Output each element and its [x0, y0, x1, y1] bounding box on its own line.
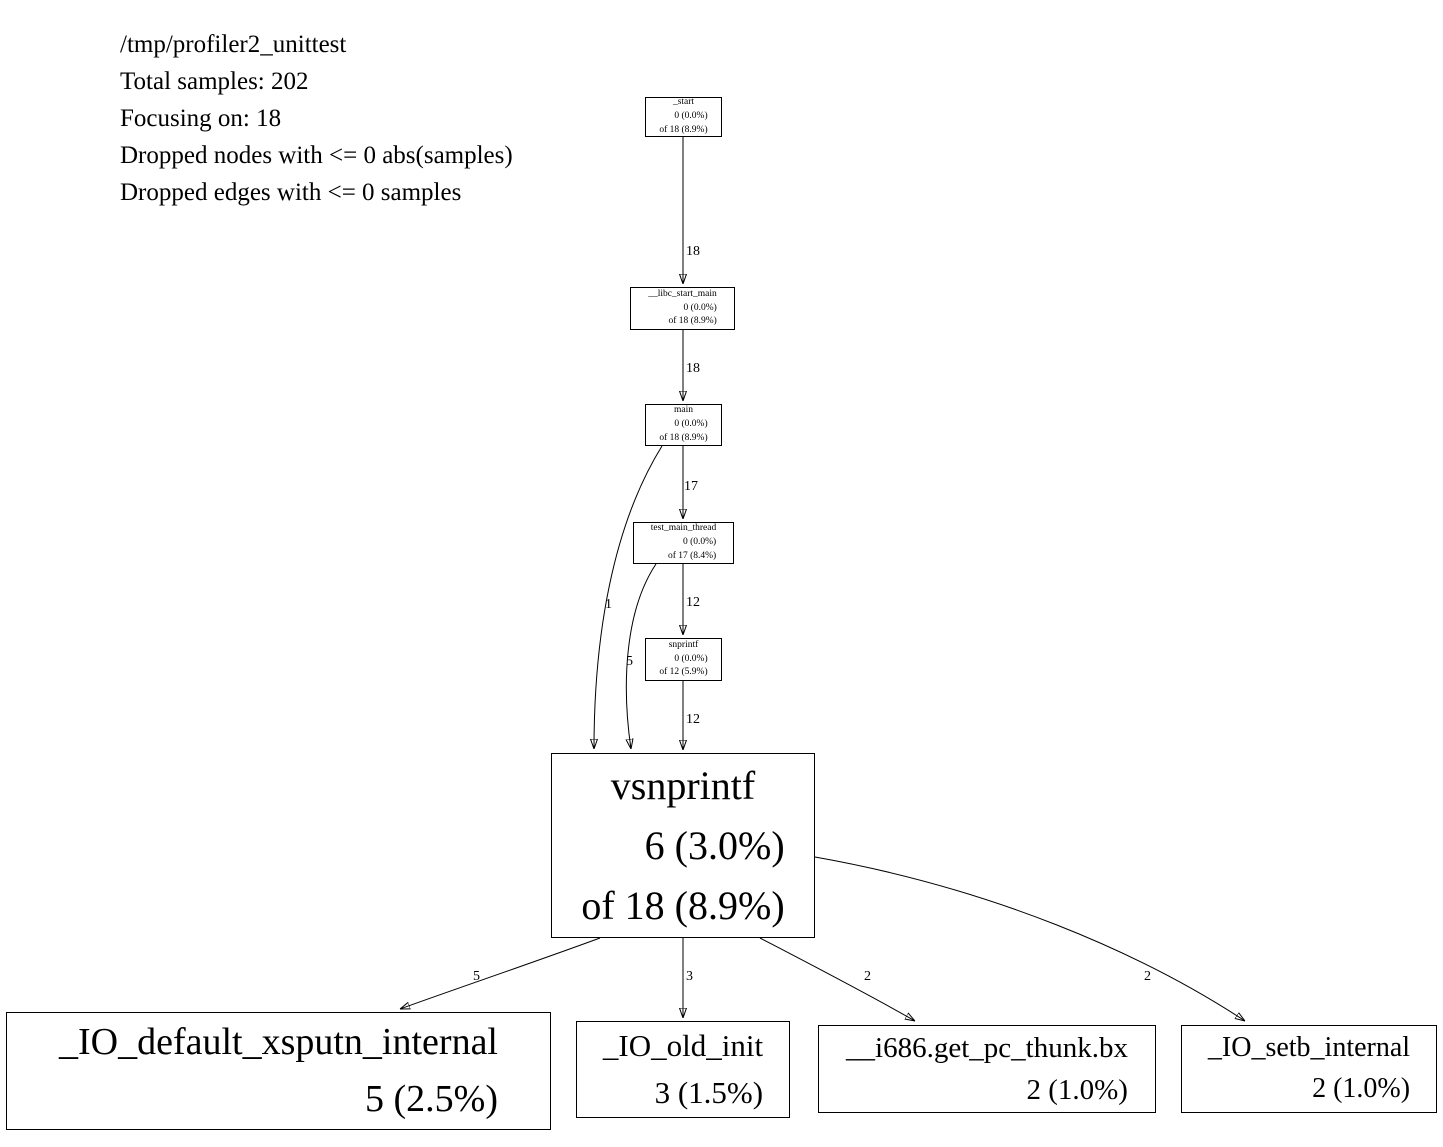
profile-binary-path: /tmp/profiler2_unittest — [120, 31, 347, 58]
node-snprintf: snprintf 0 (0.0%) of 12 (5.9%) — [645, 638, 722, 681]
edge-label-vsnprintf-setb: 2 — [1144, 969, 1151, 984]
node-total-samples: of 18 (8.9%) — [581, 882, 785, 928]
node-self-samples: 6 (3.0%) — [644, 822, 785, 868]
edge-label-test-vsnprintf: 5 — [626, 654, 633, 669]
node-libc-start-main: __libc_start_main 0 (0.0%) of 18 (8.9%) — [630, 287, 735, 330]
edge-vsnprintf-to-xsputn — [400, 937, 601, 1009]
node-self-samples: 0 (0.0%) — [674, 419, 708, 430]
dropped-edges-line: Dropped edges with <= 0 samples — [120, 179, 462, 206]
dropped-nodes-line: Dropped nodes with <= 0 abs(samples) — [120, 142, 513, 169]
edge-label-libc-main: 18 — [686, 361, 700, 376]
node-io-old-init: _IO_old_init 3 (1.5%) — [576, 1021, 790, 1118]
node-total-samples: of 17 (8.4%) — [667, 550, 717, 561]
node-self-samples: 0 (0.0%) — [683, 302, 717, 313]
edge-label-vsnprintf-xsputn: 5 — [473, 969, 480, 984]
edge-vsnprintf-to-thunk — [759, 937, 915, 1021]
node-function-name: __libc_start_main — [648, 288, 717, 299]
node-total-samples: of 18 (8.9%) — [659, 432, 708, 443]
node-self-samples: 3 (1.5%) — [654, 1074, 764, 1110]
node-self-samples: 0 (0.0%) — [674, 653, 708, 664]
node-self-samples: 5 (2.5%) — [365, 1078, 498, 1120]
node-vsnprintf: vsnprintf 6 (3.0%) of 18 (8.9%) — [551, 753, 815, 938]
node-function-name: main — [674, 405, 693, 416]
node-main: main 0 (0.0%) of 18 (8.9%) — [645, 404, 722, 446]
edge-label-main-test: 17 — [684, 479, 698, 494]
node-function-name: _start — [672, 97, 695, 108]
node-self-samples: 2 (1.0%) — [1026, 1074, 1128, 1106]
node-total-samples: of 18 (8.9%) — [668, 316, 717, 327]
node-self-samples: 0 (0.0%) — [674, 111, 708, 122]
node-io-setb-internal: _IO_setb_internal 2 (1.0%) — [1181, 1025, 1437, 1113]
node-function-name: test_main_thread — [650, 523, 717, 534]
edge-label-vsnprintf-oldinit: 3 — [686, 969, 693, 984]
node-i686-get-pc-thunk: __i686.get_pc_thunk.bx 2 (1.0%) — [818, 1025, 1156, 1113]
node-test-main-thread: test_main_thread 0 (0.0%) of 17 (8.4%) — [633, 522, 734, 564]
node-function-name: _IO_old_init — [602, 1028, 764, 1063]
node-start: _start 0 (0.0%) of 18 (8.9%) — [645, 97, 722, 137]
node-function-name: _IO_setb_internal — [1207, 1032, 1411, 1064]
graph-header: /tmp/profiler2_unittest Total samples: 2… — [120, 26, 513, 211]
total-samples-line: Total samples: 202 — [120, 68, 309, 95]
node-function-name: _IO_default_xsputn_internal — [58, 1021, 498, 1063]
node-function-name: __i686.get_pc_thunk.bx — [846, 1031, 1128, 1064]
node-total-samples: of 12 (5.9%) — [659, 667, 708, 678]
focusing-on-line: Focusing on: 18 — [120, 105, 282, 132]
node-io-default-xsputn-internal: _IO_default_xsputn_internal 5 (2.5%) — [6, 1012, 551, 1130]
edge-label-vsnprintf-thunk: 2 — [864, 969, 871, 984]
node-function-name: snprintf — [668, 639, 699, 650]
node-total-samples: of 18 (8.9%) — [659, 124, 708, 135]
edge-label-test-snprintf: 12 — [686, 595, 700, 610]
edge-main-to-vsnprintf — [594, 445, 663, 749]
node-self-samples: 0 (0.0%) — [682, 537, 717, 548]
edge-label-snprintf-vsnprintf: 12 — [686, 712, 700, 727]
edge-label-main-vsnprintf: 1 — [605, 597, 612, 612]
edge-label-start-libc: 18 — [686, 244, 700, 259]
node-self-samples: 2 (1.0%) — [1312, 1073, 1411, 1104]
node-function-name: vsnprintf — [610, 762, 756, 808]
edge-vsnprintf-to-setb — [814, 856, 1245, 1021]
